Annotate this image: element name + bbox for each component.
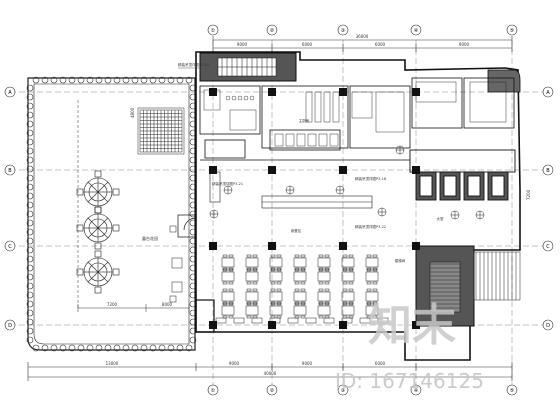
col-label-bottom-2: ② (270, 388, 275, 394)
terrace-dimension (77, 100, 190, 312)
bottom-dim-2: 9000 (229, 361, 240, 366)
callout-2: 精装吊顶详图P3-21 (212, 181, 243, 186)
corner-hatch (487, 69, 521, 93)
top-dim-3: 6000 (375, 42, 386, 47)
column-bubbles-bottom (207, 384, 518, 396)
lobby-label: 大堂 (437, 216, 445, 221)
col-label-bottom-5: ⑤ (510, 388, 514, 394)
bottom-dim-1: 13000 (106, 361, 119, 366)
terrace-area-label: 露台花园 (142, 235, 158, 241)
row-label-b: B (8, 168, 12, 174)
bottom-dim-4: 6000 (375, 361, 386, 366)
kitchen-label: 主厨房 (299, 118, 310, 123)
watermark-id: ID: 167146125 (335, 369, 484, 393)
terrace-hedge (26, 76, 197, 352)
side-dim-2: 7200 (526, 189, 531, 200)
bottom-dimension-line (27, 362, 513, 381)
callout-4: 精装吊顶详图P3-22 (355, 224, 386, 229)
watermark-brand: 知末 (368, 300, 456, 351)
bottom-dim-3: 9000 (302, 361, 313, 366)
structural-columns (209, 88, 420, 329)
col-label-3: ③ (341, 28, 345, 34)
bottom-dim-total: 40000 (264, 371, 277, 376)
terrace-dim-2: 8000 (162, 302, 173, 307)
row-label-b-right: B (546, 168, 550, 174)
top-dim-4: 9000 (459, 42, 470, 47)
service-wing (409, 149, 516, 201)
column-bubbles-top (207, 24, 518, 36)
callout-1: 精装吊顶详图P3-25 (178, 62, 209, 67)
building-annex (195, 299, 215, 333)
stair-hatch-bottom (415, 245, 475, 327)
row-label-d: D (8, 323, 12, 329)
row-label-a: A (8, 90, 12, 96)
plant-symbols (209, 145, 485, 220)
col-label-4: ④ (414, 28, 419, 34)
terrace-outline (27, 77, 196, 351)
top-dim-2: 6000 (302, 42, 313, 47)
exterior-stair (473, 251, 521, 301)
row-label-a-right: A (546, 90, 550, 96)
kitchen-fixtures (203, 81, 507, 147)
top-dimension-line (212, 36, 513, 52)
top-dim-total: 36000 (356, 34, 369, 39)
row-bubbles (4, 86, 554, 331)
col-label-5: ⑤ (510, 28, 514, 34)
dining-label: 用餐区 (291, 228, 302, 233)
entrance-door (177, 214, 197, 238)
parasol-tables (76, 170, 120, 294)
col-label-bottom-1: ① (211, 388, 216, 394)
col-label-2: ② (270, 28, 275, 34)
col-label-bottom-4: ④ (414, 388, 419, 394)
row-label-c: C (8, 244, 12, 250)
row-label-d-right: D (546, 323, 550, 329)
col-label-bottom-3: ③ (341, 388, 345, 394)
stair-hatch-top (199, 52, 297, 82)
col-label-1: ① (211, 28, 216, 34)
kitchen-walls (199, 77, 515, 161)
row-label-c-right: C (546, 244, 550, 250)
top-dim-1: 9000 (237, 42, 248, 47)
dining-tables (215, 254, 389, 324)
stair-label: 楼梯间 (395, 258, 406, 263)
callout-3: 精装吊顶详图P3-18 (355, 176, 386, 181)
terrace-dim-1: 7200 (107, 302, 118, 307)
side-dim-1: 4800 (130, 107, 135, 118)
grid-axes (10, 40, 548, 395)
terrace-small-tables (169, 225, 183, 303)
terrace-paving-grid (137, 107, 185, 155)
building-outline (195, 51, 521, 361)
